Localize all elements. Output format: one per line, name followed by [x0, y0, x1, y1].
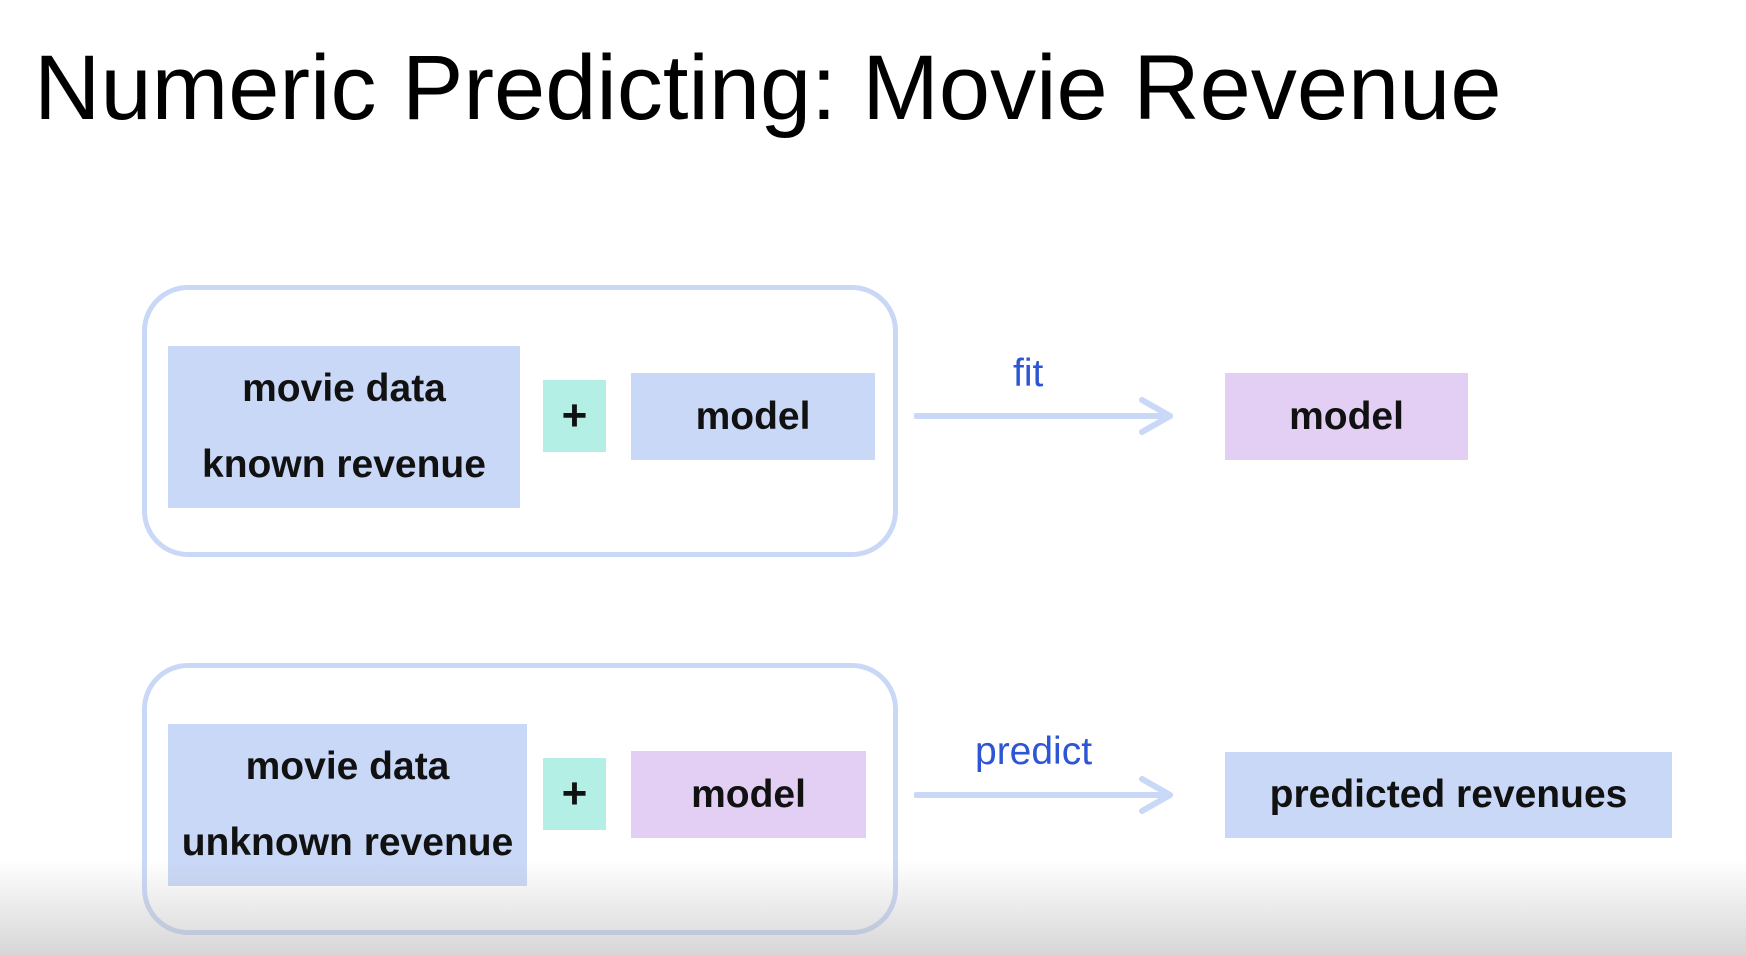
fit-plus-sign: +: [561, 391, 588, 440]
fit-model-label: model: [695, 394, 811, 438]
predicted-revenues-label: predicted revenues: [1269, 773, 1628, 816]
fit-movie-data-label: movie data: [242, 367, 446, 410]
fit-known-revenue-label: known revenue: [202, 443, 486, 486]
fit-trained-model-box: model: [1225, 373, 1468, 460]
predict-plus-box: +: [543, 758, 606, 830]
slide-title: Numeric Predicting: Movie Revenue: [34, 37, 1502, 139]
fit-input-group: [142, 285, 898, 557]
fit-plus-box: +: [543, 380, 606, 452]
predict-model-label: model: [691, 772, 806, 816]
predict-movie-data-box: movie data unknown revenue: [168, 724, 527, 886]
predict-unknown-revenue-label: unknown revenue: [181, 821, 514, 864]
fit-output-label: model: [1289, 394, 1404, 438]
fit-model-box: model: [631, 373, 875, 460]
predict-plus-sign: +: [561, 769, 588, 818]
fit-movie-data-box: movie data known revenue: [168, 346, 520, 508]
predicted-revenues-box: predicted revenues: [1225, 752, 1672, 838]
fit-arrow-icon: [914, 397, 1173, 435]
fit-arrow-label: fit: [1013, 352, 1044, 395]
predict-arrow-label: predict: [975, 730, 1093, 773]
predict-movie-data-label: movie data: [245, 745, 450, 788]
predict-arrow-icon: [914, 776, 1173, 814]
predict-model-box: model: [631, 751, 866, 838]
